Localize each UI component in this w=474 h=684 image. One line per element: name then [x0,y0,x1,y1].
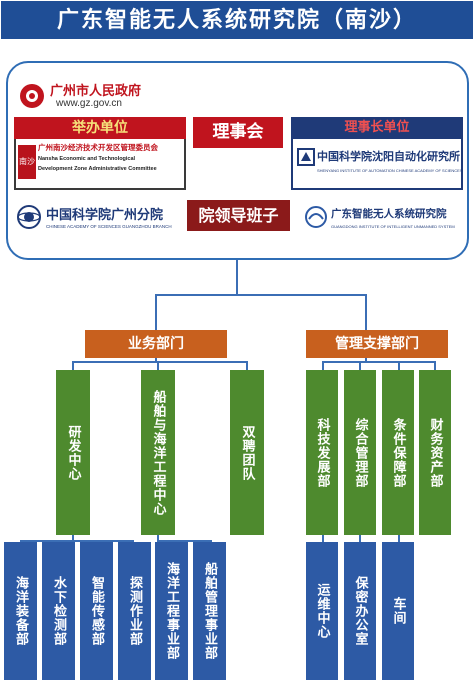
support-dept-2: 综合管理部 [344,370,376,535]
gz-gov-url: www.gz.gov.cn [56,98,122,109]
support-dept-1: 科技发展部 [306,370,338,535]
cas-gz-name-cn: 中国科学院广州分院 [46,208,164,223]
connector-support-drop-1 [322,361,324,370]
nansha-seal-text: 南沙 [19,157,35,166]
connector-ship-down [157,535,159,541]
council-box: 理事会 [193,117,283,148]
rd-sub-2: 水下检测部 [42,542,75,680]
connector-support-sub-2 [359,535,361,542]
support-sub-2: 保密办公室 [344,542,376,680]
connector-rd-horizontal [20,540,134,542]
business-dept-box: 业务部门 [85,330,227,358]
cas-gz-name-en: CHINESE ACADEMY OF SCIENCES GUANGZHOU BR… [46,224,172,229]
support-dept-box: 管理支撑部门 [306,330,448,358]
sponsor-label: 举办单位 [14,117,186,139]
support-dept-3: 条件保障部 [382,370,414,535]
connector-support-sub-1 [322,535,324,542]
gz-gov-logo: 广州市人民政府 www.gz.gov.cn [16,76,176,116]
connector-support-drop-4 [434,361,436,370]
connector-top-horizontal [155,294,367,296]
connector-support-horizontal [322,361,436,363]
dual-team-box: 双聘团队 [230,370,264,535]
chair-unit-block: 理事长单位 中国科学院沈阳自动化研究所 SHENYANG INSTITUTE O… [291,117,463,190]
connector-support-drop-2 [359,361,361,370]
page-title: 广东智能无人系统研究院（南沙） [1,1,473,39]
connector-business-down [155,358,157,362]
chair-unit-name-en: SHENYANG INSTITUTE OF AUTOMATION CHINESE… [317,168,463,173]
connector-support-drop-3 [398,361,400,370]
support-sub-3: 车间 [382,542,414,680]
connector-support-down [365,358,367,362]
rd-sub-3: 智能传感部 [80,542,113,680]
gdiu-logo: 广东智能无人系统研究院 GUANGDONG INSTITUTE OF INTEL… [302,198,467,238]
gdiu-emblem-icon [305,206,327,228]
connector-dual-drop [246,361,248,370]
connector-left-drop [155,294,157,330]
chair-unit-name-cn: 中国科学院沈阳自动化研究所 [317,150,460,163]
connector-support-sub-3 [398,535,400,542]
gz-gov-name: 广州市人民政府 [50,84,142,99]
cas-gz-logo: 中国科学院广州分院 CHINESE ACADEMY OF SCIENCES GU… [14,198,186,238]
sponsor-body: 南沙 广州南沙经济技术开发区管理委员会 Nansha Economic and … [16,139,184,188]
rd-center-box: 研发中心 [56,370,90,535]
rd-sub-1: 海洋装备部 [4,542,37,680]
gz-emblem-icon [20,84,44,108]
cas-emblem-icon [17,205,41,229]
ship-center-box: 船舶与海洋工程中心 [141,370,175,535]
gdiu-name-cn: 广东智能无人系统研究院 [331,208,447,220]
sponsor-block: 举办单位 南沙 广州南沙经济技术开发区管理委员会 Nansha Economic… [14,117,186,190]
connector-business-horizontal [72,361,248,363]
leadership-box: 院领导班子 [187,200,290,231]
sponsor-name-cn: 广州南沙经济技术开发区管理委员会 [38,143,158,152]
nansha-seal-icon: 南沙 [18,145,36,179]
connector-rd-down [72,535,74,541]
connector-ship-link [157,540,171,542]
gdiu-name-en: GUANGDONG INSTITUTE OF INTELLIGENT UNMAN… [331,224,455,229]
chair-unit-label: 理事长单位 [344,120,410,135]
sponsor-name-en-2: Development Zone Administrative Committe… [38,166,157,172]
connector-main-vertical [236,260,238,295]
ship-sub-1: 海洋工程事业部 [155,542,188,680]
connector-right-drop [365,294,367,330]
sia-logo-icon [297,148,315,166]
ship-sub-2: 船舶管理事业部 [193,542,226,680]
support-dept-4: 财务资产部 [419,370,451,535]
rd-sub-4: 探测作业部 [118,542,151,680]
support-sub-1: 运维中心 [306,542,338,680]
connector-rd-drop [72,361,74,370]
sponsor-name-en-1: Nansha Economic and Technological [38,156,136,162]
chair-unit-body: 中国科学院沈阳自动化研究所 SHENYANG INSTITUTE OF AUTO… [293,139,463,188]
connector-ship-horizontal [170,540,212,542]
connector-ship-drop [157,361,159,370]
